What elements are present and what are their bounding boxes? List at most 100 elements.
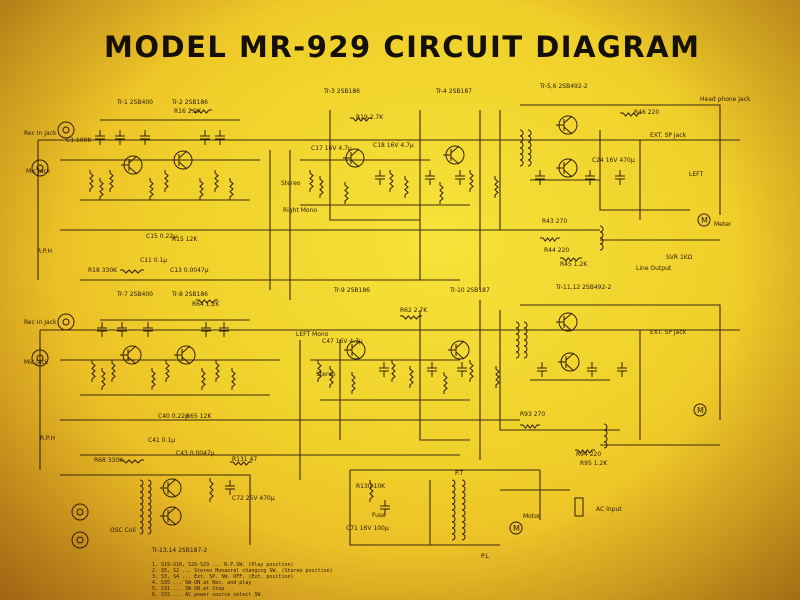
resistor (231, 368, 236, 390)
r18-label: R18 330K (88, 267, 118, 274)
jack-center (62, 318, 70, 326)
left-mono-label: LEFT Mono (296, 331, 329, 338)
resistor (351, 372, 356, 394)
c40-label: C40 0.22µ (158, 413, 189, 420)
r16-label: R16 2.2K (174, 108, 202, 115)
transistor-leads (344, 340, 361, 360)
meter (509, 521, 523, 535)
resistor (469, 170, 474, 192)
tr1-label: Tr-1 2SB400 (116, 99, 153, 106)
tr8-label: Tr-8 2SB186 (171, 291, 208, 298)
r15-label: R15 12K (172, 236, 198, 243)
jack (31, 349, 49, 367)
c18-label: C18 16V 4.7µ (373, 142, 414, 149)
resistor (101, 368, 106, 390)
capacitor (427, 362, 437, 377)
capacitor (587, 362, 597, 377)
ac-input-label: AC Input (596, 506, 622, 513)
capacitor (97, 322, 107, 337)
resistor (230, 461, 252, 466)
resistor (540, 237, 560, 242)
resistor (520, 424, 540, 429)
transistor-leads (120, 345, 137, 365)
coil (147, 479, 152, 535)
resistor (214, 170, 219, 192)
line-output-label: Line Output (636, 265, 672, 272)
jack (71, 503, 89, 521)
transistor-leads (160, 506, 177, 526)
capacitor (375, 170, 385, 185)
stereo-2-label: Stereo (316, 371, 336, 378)
c72-label: C72 25V 470µ (232, 495, 275, 502)
resistor (319, 176, 324, 198)
coil (519, 129, 524, 167)
jack-center (36, 354, 44, 362)
tr1112-label: Tr-11,12 2SB492-2 (555, 284, 611, 291)
rec-in-jack-2-label: Rec In Jack (24, 319, 57, 326)
transistor-leads (121, 155, 138, 175)
r45-label: R45 1.2K (560, 261, 588, 268)
capacitor (200, 130, 210, 145)
capacitor (95, 130, 105, 145)
pt-label: P.T (455, 470, 464, 477)
resistor (109, 170, 114, 192)
tr56-label: Tr-5,6 2SB492-2 (539, 83, 588, 90)
r93-label: R93 270 (520, 411, 545, 418)
tr9-label: Tr-9 2SB186 (333, 287, 370, 294)
resistor (404, 176, 409, 198)
coil (461, 479, 466, 541)
transistor-leads (160, 478, 177, 498)
wire (520, 304, 721, 420)
resistor (99, 178, 104, 200)
resistor (190, 109, 212, 114)
note-line: 5. S31 ... SW ON at Stop (152, 586, 224, 592)
wire (349, 470, 430, 546)
resistor (443, 372, 448, 394)
transistor-leads (174, 345, 191, 365)
resistor (400, 315, 422, 320)
capacitor (425, 170, 435, 185)
jack (57, 121, 75, 139)
wire (520, 104, 721, 215)
meter-symbol: M (513, 524, 520, 533)
jack-center (76, 508, 84, 516)
resistor (120, 459, 144, 464)
r95-label: R95 1.2K (580, 460, 608, 467)
note-line: 4. S35 ... SW ON at Rec. and play (152, 580, 251, 586)
tr2-label: Tr-2 2SB186 (171, 99, 208, 106)
jack-center (76, 536, 84, 544)
r94-label: R94 220 (576, 451, 601, 458)
switch-notes: 1. S19-S16, S26-S29 ... R.P.SW. (Play po… (152, 562, 333, 598)
capacitor (143, 322, 153, 337)
resistor (196, 299, 218, 304)
wire (599, 130, 690, 211)
meter-symbol: M (697, 406, 704, 415)
capacitor (585, 170, 595, 185)
r130-label: R130 10K (356, 483, 386, 490)
resistor (309, 170, 314, 192)
resistor (369, 480, 374, 502)
resistor (151, 368, 156, 390)
capacitor (115, 130, 125, 145)
mic-jack-1-label: Mic Jack (26, 168, 51, 175)
resistor (620, 112, 642, 117)
ext-sp-jack-1-label: EXT. SP Jack (650, 132, 687, 139)
r19-label: R19 2.7K (356, 114, 384, 121)
right-mono-label: Right Mono (283, 207, 317, 214)
capacitor (457, 362, 467, 377)
fuse-label: Fuse (372, 512, 386, 519)
capacitor (140, 130, 150, 145)
capacitor (537, 362, 547, 377)
c1-label: C1 100K (66, 137, 92, 144)
wire (60, 474, 251, 545)
jack (31, 159, 49, 177)
tr1314-label: Tr-13,14 2SB187-2 (151, 547, 207, 554)
stereo-label: Stereo (281, 180, 301, 187)
capacitor (201, 322, 211, 337)
coil (515, 321, 520, 359)
capacitor (617, 362, 627, 377)
tr7-label: Tr-7 2SB400 (116, 291, 153, 298)
resistor (495, 366, 500, 388)
transistor-leads (556, 115, 573, 135)
